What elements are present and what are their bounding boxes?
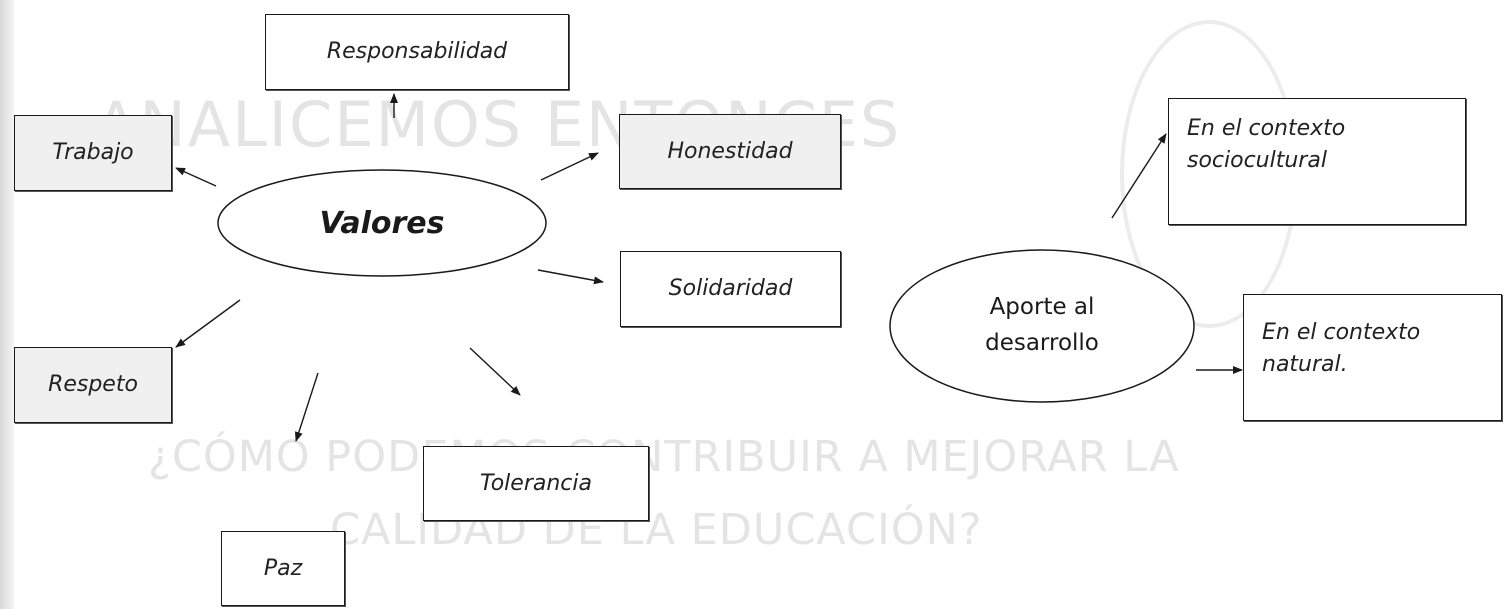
value-box-solidaridad: Solidaridad [620, 251, 841, 327]
value-box-respeto: Respeto [14, 347, 172, 423]
value-box-honestidad: Honestidad [619, 114, 841, 189]
central-concept-label: Valores [319, 205, 445, 241]
context-box-sociocultural: En el contexto sociocultural [1168, 98, 1466, 225]
scan-shadow-edge [0, 0, 14, 609]
secondary-concept-label: Aporte al desarrollo [985, 294, 1099, 356]
faded-question-line-1: ¿CÓMO PODEMOS CONTRIBUIR A MEJORAR LA [148, 432, 1180, 482]
aporte-ellipse [889, 249, 1195, 403]
arrow-to-solidaridad [537, 269, 604, 285]
value-box-paz: Paz [221, 531, 345, 606]
arrow-to-trabajo [175, 167, 217, 187]
value-box-tolerancia: Tolerancia [423, 446, 649, 521]
arrow-to-respeto [175, 299, 241, 348]
context-box-natural: En el contexto natural. [1243, 294, 1502, 421]
arrow-to-honestidad [540, 152, 599, 181]
valores-ellipse [217, 169, 547, 277]
arrow-to-sociocultural [1111, 133, 1167, 219]
value-box-trabajo: Trabajo [14, 115, 172, 191]
value-box-responsabilidad: Responsabilidad [265, 14, 569, 90]
arrow-to-paz [294, 372, 319, 442]
arrow-to-tolerancia [469, 347, 521, 396]
